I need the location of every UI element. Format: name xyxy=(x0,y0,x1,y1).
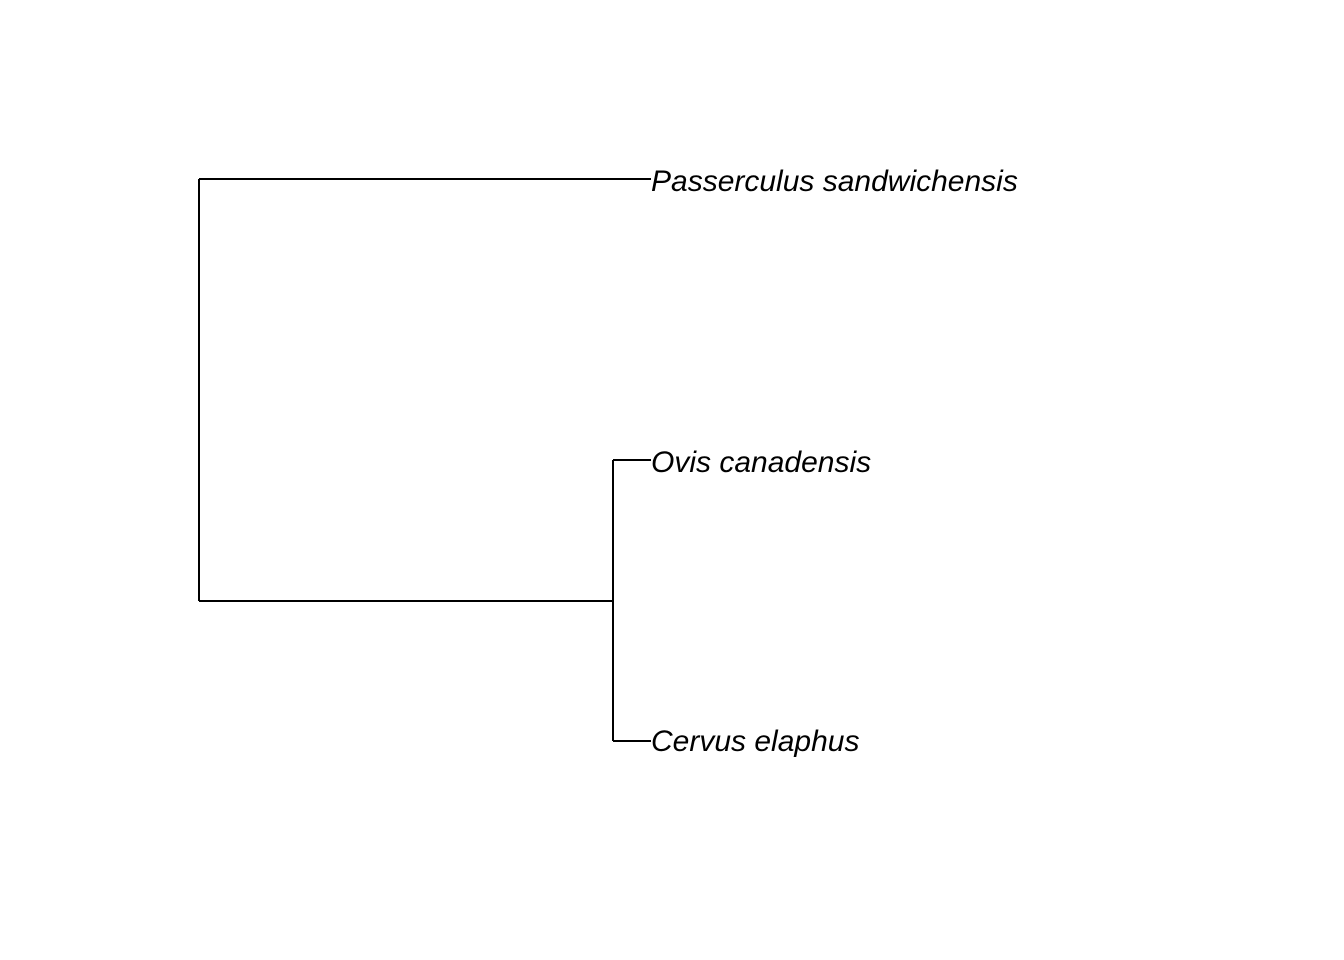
tip-label-cervus: Cervus elaphus xyxy=(651,725,859,758)
tip-label-ovis: Ovis canadensis xyxy=(651,446,871,479)
tip-label-passerculus: Passerculus sandwichensis xyxy=(651,165,1018,198)
